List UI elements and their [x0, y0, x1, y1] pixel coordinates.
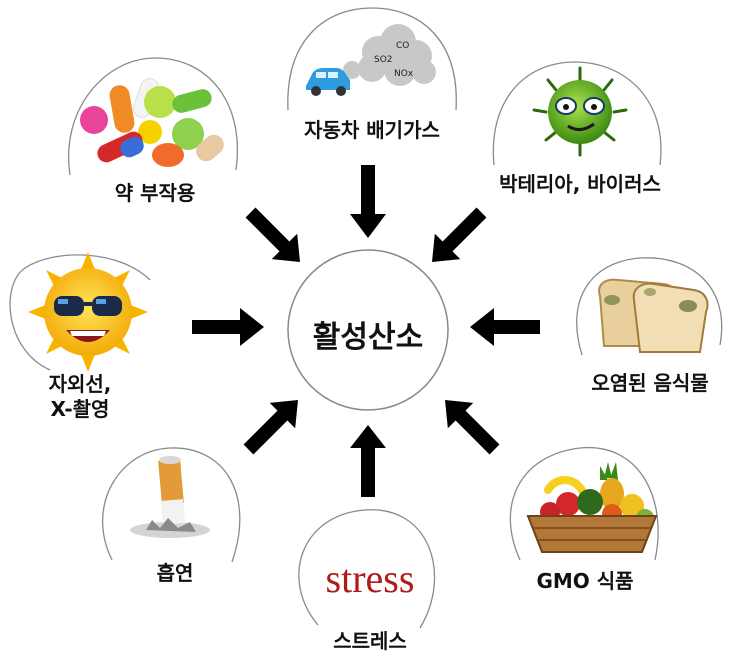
label-gmo: GMO 식품: [536, 569, 634, 593]
bubble-uv: [9, 254, 151, 371]
label-car: 자동차 배기가스: [304, 118, 440, 142]
center-label: 활성산소: [312, 320, 424, 355]
label-food: 오염된 음식물: [591, 371, 709, 395]
label-drug: 약 부작용: [114, 181, 196, 205]
bubble-smoke: [102, 447, 241, 563]
cigarette-icon: [130, 456, 210, 538]
label-stress: 스트레스: [333, 629, 407, 653]
bubble-car: [287, 7, 457, 111]
arrows: [192, 165, 540, 497]
label-bacteria: 박테리아, 바이러스: [499, 172, 661, 196]
bubble-food: [576, 257, 723, 356]
arrow-top: [350, 165, 386, 238]
arrow-bottom-right: [445, 400, 500, 455]
center-circle: [287, 249, 449, 411]
bubble-outlines: [9, 7, 723, 629]
arrow-left: [192, 308, 264, 346]
bubble-bacteria: [492, 61, 662, 166]
arrow-top-left: [245, 207, 300, 262]
cloud-text-co: CO: [396, 41, 409, 51]
car-exhaust-icon: CO SO2 NOx: [306, 24, 436, 96]
fruit-basket-icon: [526, 462, 658, 553]
bubble-drug: [68, 57, 238, 176]
germ-icon: [532, 66, 628, 157]
cloud-text-nox: NOx: [394, 69, 414, 79]
moldy-bread-icon: [598, 278, 709, 353]
label-uv-line2: X-촬영: [50, 397, 110, 421]
label-smoke: 흡연: [156, 561, 194, 585]
bubble-stress: [298, 509, 436, 629]
arrow-bottom: [350, 425, 386, 497]
cloud-text-so2: SO2: [374, 55, 393, 65]
bubble-gmo: [509, 447, 659, 561]
label-uv-line1: 자외선,: [48, 372, 112, 396]
stress-text-icon: stress: [326, 556, 415, 601]
sun-icon: [28, 252, 148, 372]
arrow-bottom-left: [243, 400, 298, 455]
pills-icon: [80, 78, 224, 167]
arrow-top-right: [432, 207, 487, 262]
arrow-right: [470, 308, 540, 346]
